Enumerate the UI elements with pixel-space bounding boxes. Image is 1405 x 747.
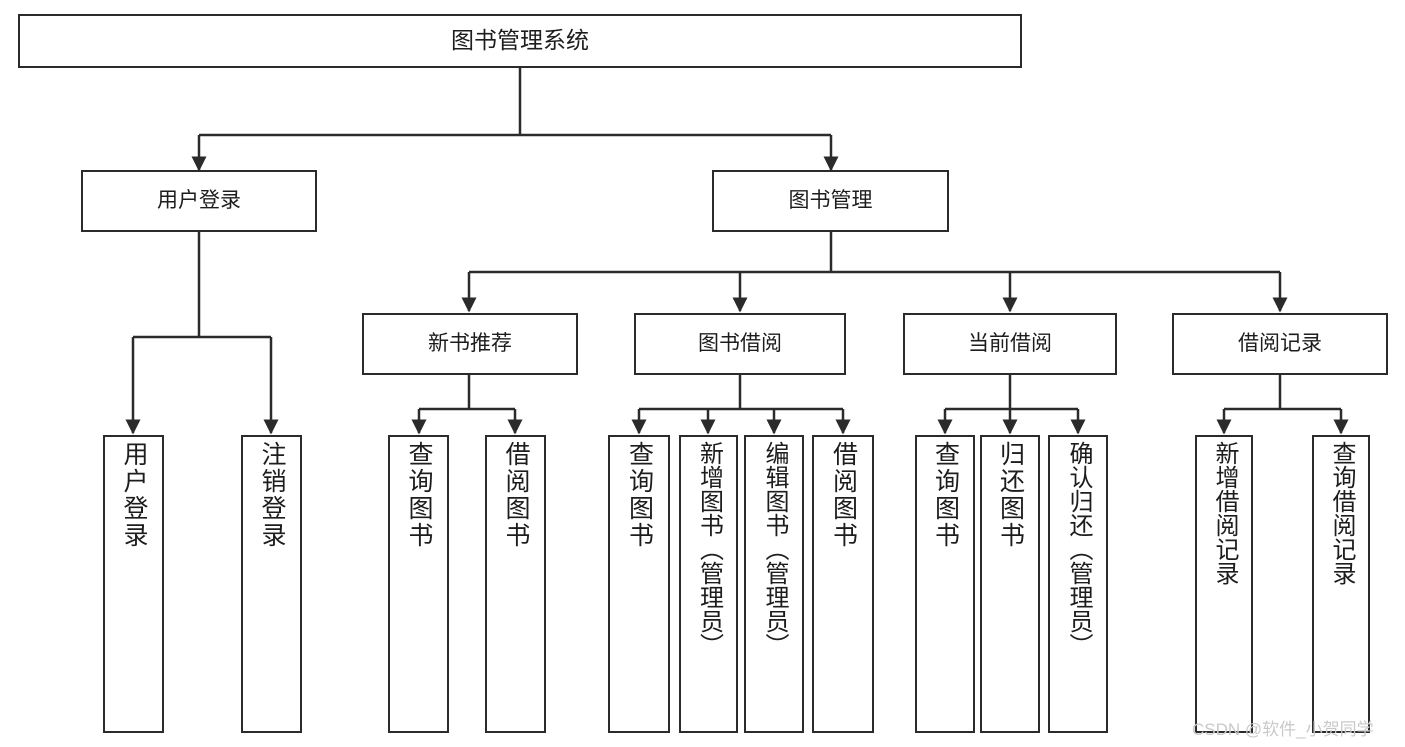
node-book-management[interactable]: 图书管理 [712,170,949,232]
node-label: 用户登录 [157,188,241,212]
node-label: 图书管理系统 [451,27,589,54]
node-label: 当前借阅 [968,331,1052,355]
node-user-login[interactable]: 用户登录 [81,170,317,232]
node-label: 编辑图书（管理员） [761,441,788,657]
node-label: 借阅图书 [829,441,858,549]
node-label: 图书借阅 [698,331,782,355]
node-new-book-recommend[interactable]: 新书推荐 [362,313,578,375]
node-label: 注销登录 [258,441,286,549]
leaf-current-borrow-query-book[interactable]: 查询图书 [915,435,975,733]
node-label: 图书管理 [788,188,873,212]
node-label: 借阅图书 [502,441,530,549]
node-label: 借阅记录 [1238,331,1322,355]
leaf-user-login-login[interactable]: 用户登录 [103,435,164,733]
leaf-borrow-record-query-record[interactable]: 查询借阅记录 [1312,435,1370,733]
leaf-new-book-query-book[interactable]: 查询图书 [388,435,449,733]
node-label: 查询图书 [931,441,960,549]
node-label: 归还图书 [996,441,1025,549]
leaf-user-login-logout[interactable]: 注销登录 [241,435,302,733]
node-label: 查询图书 [625,441,654,549]
node-book-borrow[interactable]: 图书借阅 [634,313,846,375]
node-root-book-management-system[interactable]: 图书管理系统 [18,14,1022,68]
node-label: 查询借阅记录 [1328,441,1355,585]
node-label: 确认归还（管理员） [1065,441,1092,657]
leaf-borrow-record-add-record[interactable]: 新增借阅记录 [1195,435,1253,733]
leaf-book-borrow-borrow-book[interactable]: 借阅图书 [812,435,874,733]
watermark-text: CSDN @软件_小贺同学 [1192,720,1374,739]
node-label: 新增借阅记录 [1211,441,1238,585]
node-label: 新书推荐 [428,331,512,355]
leaf-book-borrow-query-book[interactable]: 查询图书 [608,435,670,733]
node-label: 查询图书 [405,441,433,549]
node-current-borrow[interactable]: 当前借阅 [903,313,1117,375]
leaf-book-borrow-edit-book-admin[interactable]: 编辑图书（管理员） [744,435,804,733]
leaf-book-borrow-add-book-admin[interactable]: 新增图书（管理员） [679,435,738,733]
node-label: 用户登录 [120,441,148,549]
leaf-current-borrow-return-book[interactable]: 归还图书 [980,435,1040,733]
leaf-new-book-borrow-book[interactable]: 借阅图书 [485,435,546,733]
node-label: 新增图书（管理员） [695,441,723,657]
node-borrow-record[interactable]: 借阅记录 [1172,313,1388,375]
leaf-current-borrow-confirm-return-admin[interactable]: 确认归还（管理员） [1048,435,1108,733]
